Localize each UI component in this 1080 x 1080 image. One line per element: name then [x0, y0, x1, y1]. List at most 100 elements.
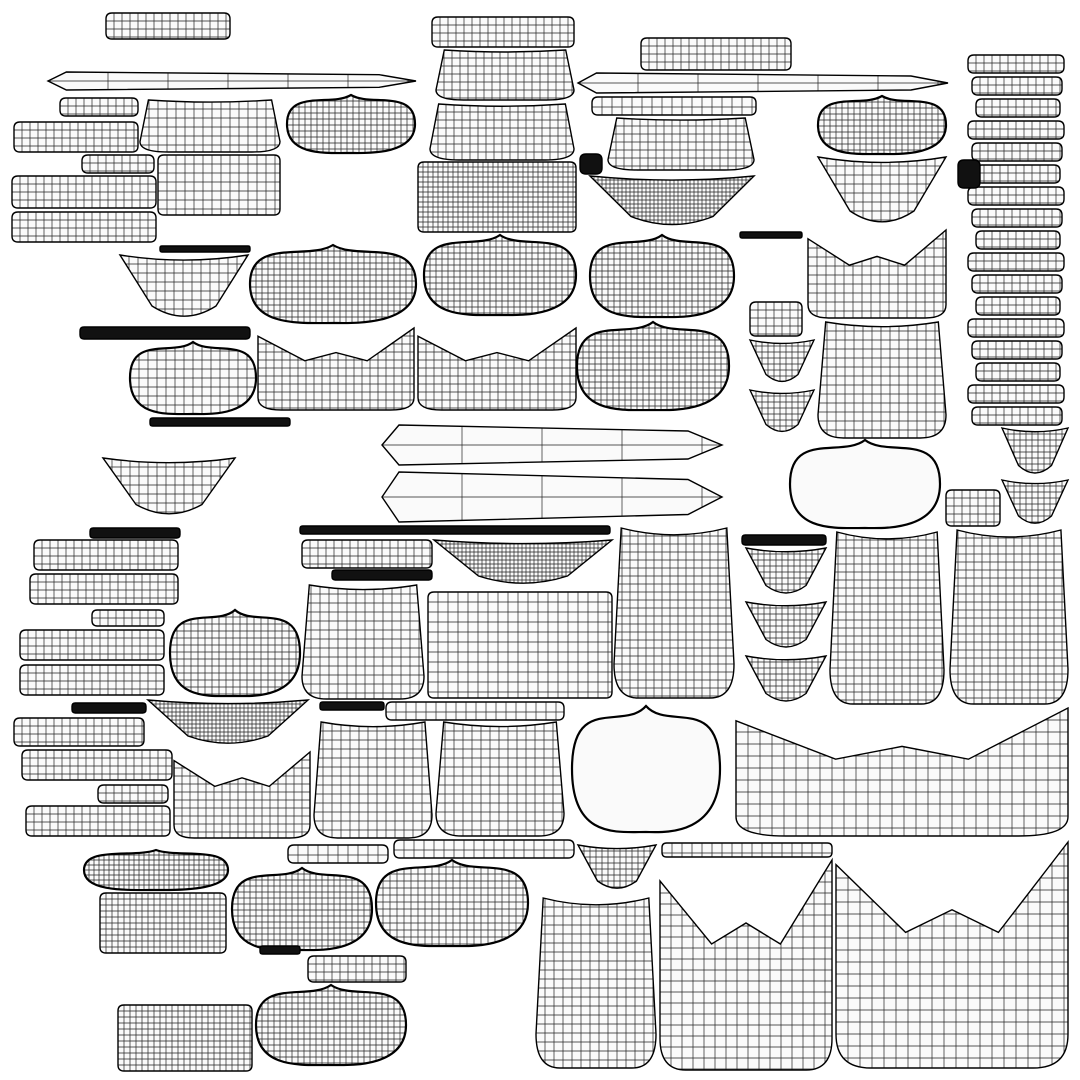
uv-island	[816, 156, 948, 223]
uv-island	[81, 154, 155, 174]
uv-island-outline	[11, 175, 157, 209]
uv-wire-grid	[92, 610, 164, 626]
uv-island-outline	[331, 569, 433, 581]
uv-island	[748, 389, 816, 433]
uv-island	[807, 228, 947, 319]
uv-island-outline	[661, 842, 833, 858]
uv-island-outline	[975, 362, 1061, 382]
uv-island	[313, 721, 433, 839]
uv-island	[393, 839, 575, 859]
uv-island-fill	[14, 718, 144, 746]
uv-island	[975, 362, 1061, 382]
uv-island-outline	[301, 584, 425, 700]
uv-island	[429, 103, 575, 161]
uv-wire-grid	[536, 898, 656, 1068]
uv-island-outline	[313, 721, 433, 839]
uv-island	[59, 97, 139, 117]
uv-wire-grid	[130, 342, 256, 414]
uv-island-outline	[1000, 427, 1070, 474]
uv-wire-grid	[30, 574, 178, 604]
uv-wire-grid	[14, 718, 144, 746]
uv-wire-grid	[314, 722, 432, 838]
uv-island-fill	[260, 946, 300, 954]
uv-wire-grid	[148, 700, 308, 744]
uv-island-fill	[250, 245, 416, 324]
uv-wire-grid	[432, 17, 574, 47]
uv-island-outline	[749, 301, 803, 337]
uv-island-outline	[381, 471, 724, 523]
uv-island-outline	[971, 340, 1063, 360]
uv-wire-grid	[976, 363, 1060, 381]
uv-island	[431, 539, 615, 584]
uv-island	[422, 233, 578, 317]
uv-island-outline	[393, 839, 575, 859]
uv-wire-grid	[382, 425, 722, 465]
uv-island	[579, 153, 603, 175]
uv-island	[945, 489, 1001, 527]
uv-island	[971, 340, 1063, 360]
uv-island-fill	[972, 143, 1062, 161]
uv-island	[173, 750, 311, 839]
uv-wire-grid	[288, 845, 388, 863]
uv-wire-grid	[946, 490, 1000, 526]
uv-island-outline	[287, 844, 389, 864]
uv-island-fill	[418, 328, 576, 410]
uv-wire-grid	[287, 95, 415, 153]
uv-island-outline	[576, 844, 658, 889]
uv-island-outline	[748, 389, 816, 433]
uv-island-outline	[788, 438, 942, 530]
uv-island-fill	[740, 232, 802, 238]
uv-island	[971, 274, 1063, 294]
uv-island	[248, 243, 418, 325]
uv-wire-grid	[968, 253, 1064, 271]
uv-island-outline	[99, 892, 227, 954]
uv-island-outline	[607, 117, 755, 171]
uv-island	[307, 955, 407, 983]
uv-wire-grid	[26, 806, 170, 836]
uv-island	[659, 857, 833, 1071]
uv-island-fill	[22, 750, 172, 780]
uv-island-outline	[19, 629, 165, 661]
uv-wire-grid	[232, 868, 372, 950]
uv-island-outline	[91, 609, 165, 627]
uv-island	[97, 784, 169, 804]
uv-wire-grid	[436, 50, 574, 100]
uv-island	[13, 717, 145, 747]
uv-island-outline	[299, 525, 611, 535]
uv-island-outline	[431, 539, 615, 584]
uv-island	[816, 94, 948, 156]
uv-island	[640, 37, 792, 71]
uv-island	[381, 471, 724, 523]
uv-island	[607, 117, 755, 171]
uv-wire-grid	[436, 722, 564, 836]
uv-island-fill	[972, 407, 1062, 425]
uv-island-outline	[971, 406, 1063, 426]
uv-island-fill	[140, 100, 280, 152]
uv-island	[967, 252, 1065, 272]
uv-island-outline	[139, 99, 281, 153]
uv-island	[971, 142, 1063, 162]
uv-wire-grid	[750, 302, 802, 336]
uv-island-fill	[436, 722, 564, 836]
uv-island	[967, 384, 1065, 404]
uv-island-fill	[580, 154, 602, 174]
uv-island-fill	[300, 526, 610, 534]
uv-island-fill	[808, 230, 946, 318]
uv-island	[105, 12, 231, 40]
uv-island-outline	[744, 601, 828, 648]
uv-wire-grid	[972, 407, 1062, 425]
uv-wire-grid	[100, 893, 226, 953]
uv-island-outline	[21, 749, 173, 781]
uv-island-outline	[579, 153, 603, 175]
uv-island-outline	[971, 142, 1063, 162]
uv-island	[613, 527, 735, 699]
uv-island	[1000, 427, 1070, 474]
uv-island	[319, 701, 385, 711]
uv-island-outline	[975, 296, 1061, 316]
uv-island	[381, 424, 724, 466]
uv-island-outline	[975, 230, 1061, 250]
uv-island-outline	[431, 16, 575, 48]
uv-island-outline	[374, 858, 530, 948]
uv-island-outline	[248, 243, 418, 325]
uv-island	[570, 704, 722, 834]
